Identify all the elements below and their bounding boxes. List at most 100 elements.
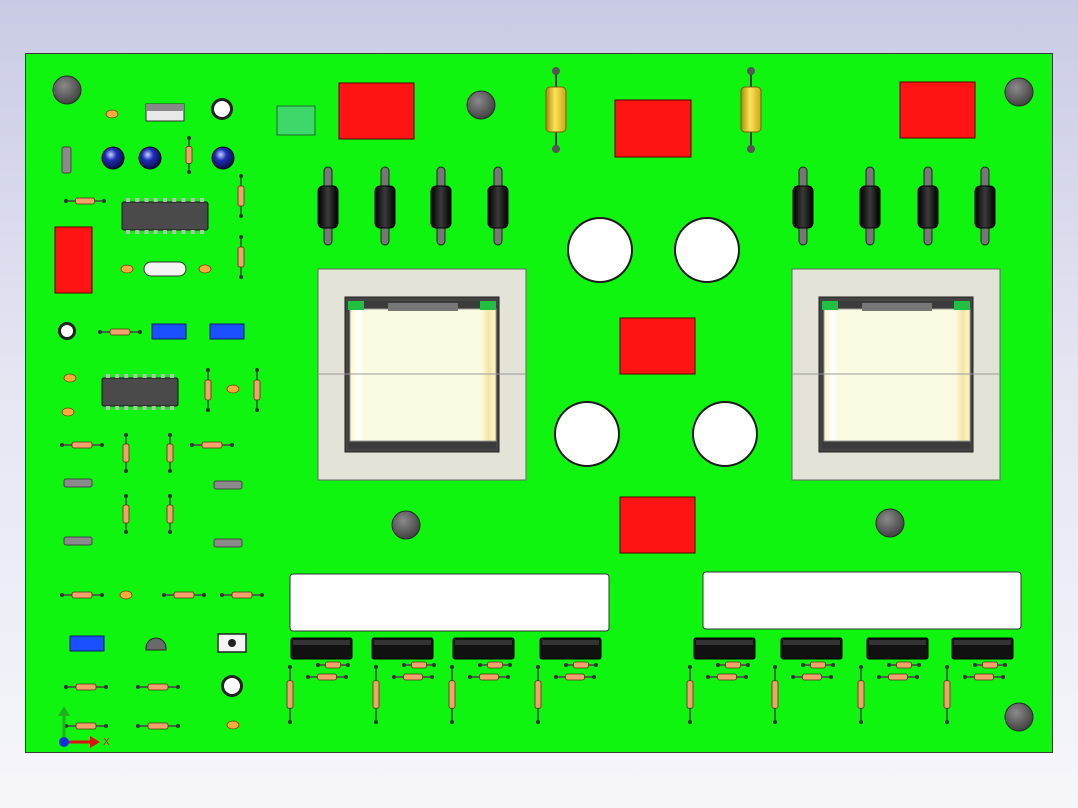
resistor[interactable] [534, 665, 542, 724]
resistor[interactable] [122, 494, 130, 534]
resistor[interactable] [316, 661, 350, 669]
blue-connector[interactable] [209, 323, 245, 340]
resistor[interactable] [98, 328, 142, 336]
dip-ic[interactable] [101, 374, 179, 410]
resistor[interactable] [122, 433, 130, 473]
resistor[interactable] [166, 433, 174, 473]
red-pad[interactable] [619, 496, 696, 554]
resistor[interactable] [237, 235, 245, 279]
resistor[interactable] [877, 673, 919, 681]
power-transistor[interactable] [371, 637, 434, 660]
resistor[interactable] [468, 673, 510, 681]
blue-connector[interactable] [151, 323, 187, 340]
resistor[interactable] [185, 136, 193, 174]
resistor[interactable] [887, 661, 921, 669]
power-diode[interactable] [430, 166, 452, 246]
axial-capacitor[interactable] [740, 67, 762, 153]
resistor[interactable] [306, 673, 348, 681]
transformer[interactable] [317, 268, 527, 481]
ceramic-capacitor[interactable] [119, 590, 133, 600]
ceramic-capacitor[interactable] [198, 264, 212, 274]
power-transistor[interactable] [539, 637, 602, 660]
resistor[interactable] [162, 591, 206, 599]
resistor[interactable] [706, 673, 748, 681]
axial-capacitor[interactable] [545, 67, 567, 153]
resistor[interactable] [204, 368, 212, 412]
resistor[interactable] [136, 722, 180, 730]
smd-pad[interactable] [63, 478, 93, 488]
resistor[interactable] [166, 494, 174, 534]
smd-pad[interactable] [213, 538, 243, 548]
resistor[interactable] [64, 722, 108, 730]
resistor[interactable] [136, 683, 180, 691]
electrolytic-capacitor[interactable] [692, 401, 758, 467]
power-diode[interactable] [859, 166, 881, 246]
electrolytic-capacitor[interactable] [554, 401, 620, 467]
red-pad[interactable] [619, 317, 696, 375]
dip-ic[interactable] [121, 198, 209, 234]
blue-connector[interactable] [69, 635, 105, 652]
smd-pad[interactable] [213, 480, 243, 490]
power-diode[interactable] [317, 166, 339, 246]
ceramic-capacitor[interactable] [226, 384, 240, 394]
resistor[interactable] [237, 174, 245, 218]
ceramic-capacitor[interactable] [226, 720, 240, 730]
power-transistor[interactable] [780, 637, 843, 660]
resistor[interactable] [973, 661, 1007, 669]
red-pad[interactable] [614, 99, 692, 158]
resistor[interactable] [286, 665, 294, 724]
power-diode[interactable] [917, 166, 939, 246]
test-point[interactable] [211, 98, 233, 120]
terminal-block[interactable] [289, 573, 610, 632]
test-point[interactable] [58, 322, 76, 340]
resistor[interactable] [791, 673, 833, 681]
power-transistor[interactable] [290, 637, 353, 660]
resistor[interactable] [716, 661, 750, 669]
power-diode[interactable] [374, 166, 396, 246]
resistor[interactable] [60, 441, 104, 449]
led-indicator[interactable] [211, 146, 235, 170]
resistor[interactable] [943, 665, 951, 724]
resistor[interactable] [190, 441, 234, 449]
to92-transistor[interactable] [145, 637, 167, 651]
resistor[interactable] [60, 591, 104, 599]
optocoupler[interactable] [217, 633, 247, 653]
power-transistor[interactable] [693, 637, 756, 660]
electrolytic-capacitor[interactable] [567, 217, 633, 283]
resistor[interactable] [771, 665, 779, 724]
resistor[interactable] [392, 673, 434, 681]
red-pad[interactable] [899, 81, 976, 139]
ceramic-capacitor[interactable] [120, 264, 134, 274]
resistor[interactable] [801, 661, 835, 669]
resistor[interactable] [564, 661, 598, 669]
resistor[interactable] [253, 368, 261, 412]
transformer[interactable] [791, 268, 1001, 481]
resistor[interactable] [686, 665, 694, 724]
led-indicator[interactable] [138, 146, 162, 170]
ceramic-capacitor[interactable] [105, 109, 119, 119]
resistor[interactable] [857, 665, 865, 724]
resistor[interactable] [478, 661, 512, 669]
power-diode[interactable] [792, 166, 814, 246]
red-pad[interactable] [338, 82, 415, 140]
resistor[interactable] [372, 665, 380, 724]
power-transistor[interactable] [951, 637, 1014, 660]
resistor[interactable] [402, 661, 436, 669]
power-transistor[interactable] [452, 637, 515, 660]
ceramic-capacitor[interactable] [61, 407, 75, 417]
resistor[interactable] [220, 591, 264, 599]
resistor[interactable] [64, 683, 108, 691]
smd-pad[interactable] [63, 536, 93, 546]
red-pad[interactable] [54, 226, 93, 294]
resistor[interactable] [448, 665, 456, 724]
resistor[interactable] [64, 197, 106, 205]
terminal-block[interactable] [702, 571, 1022, 630]
ceramic-capacitor[interactable] [63, 373, 77, 383]
power-diode[interactable] [487, 166, 509, 246]
switch[interactable] [145, 103, 185, 122]
crystal[interactable] [143, 261, 187, 277]
electrolytic-capacitor[interactable] [674, 217, 740, 283]
smd-pad[interactable] [61, 146, 72, 174]
test-point[interactable] [221, 675, 243, 697]
